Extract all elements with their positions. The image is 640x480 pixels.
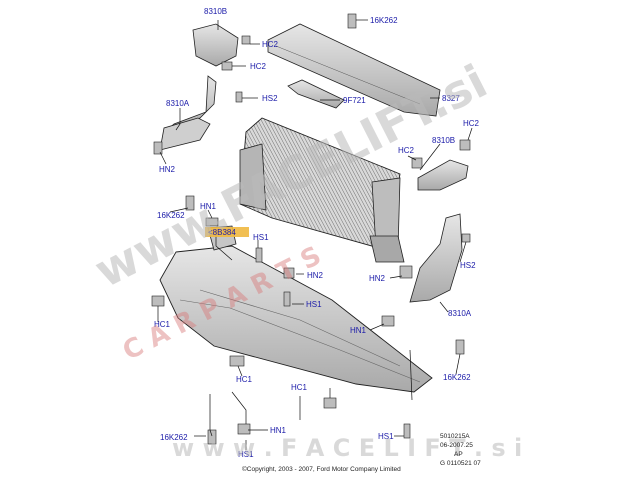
highlight-box-8b384	[205, 227, 249, 237]
callout-hs1-bottom-left: HS1	[238, 450, 254, 459]
callout-8310a-right: 8310A	[448, 309, 472, 318]
callout-hc2-mid: HC2	[398, 146, 415, 155]
callout-hn2-center: HN2	[307, 271, 324, 280]
callout-9f721: 9F721	[343, 96, 366, 105]
callout-hs1-a: HS1	[253, 233, 269, 242]
callout-8310a-left: 8310A	[166, 99, 190, 108]
callout-hc1-center: HC1	[236, 375, 253, 384]
callout-16k262-right: 16K262	[443, 373, 471, 382]
drawing-code-line-3: AP	[454, 451, 463, 458]
callout-8310b-top: 8310B	[204, 7, 227, 16]
callout-hc1-left: HC1	[154, 320, 171, 329]
callout-hn2-left: HN2	[159, 165, 176, 174]
callout-16k262-left: 16K262	[157, 211, 185, 220]
drawing-code-line-1: 5010215A	[440, 433, 470, 440]
callout-16k262-top: 16K262	[370, 16, 398, 25]
callout-16k262-bottom: 16K262	[160, 433, 188, 442]
callout-labels: 8310B 16K262 HC2 HC2 8310A HS2 9F721 832…	[154, 7, 480, 459]
copyright-text: ©Copyright, 2003 - 2007, Ford Motor Comp…	[242, 466, 401, 473]
callout-hs2-left: HS2	[262, 94, 278, 103]
callout-hc1-bottom: HC1	[291, 383, 308, 392]
part-upper-air-deflector-8327	[267, 23, 441, 117]
callout-8310b-right: 8310B	[432, 136, 455, 145]
callout-hn1-upper: HN1	[200, 202, 217, 211]
callout-hc2-a: HC2	[262, 40, 279, 49]
drawing-code-block: 5010215A 06-2007.25 AP G 0110521 07	[440, 432, 481, 468]
drawing-code-line-4: G 0110521 07	[440, 460, 481, 467]
callout-hc2-right: HC2	[463, 119, 480, 128]
leader-lines	[157, 19, 473, 450]
callout-hc2-b: HC2	[250, 62, 267, 71]
callout-hn1-right: HN1	[350, 326, 367, 335]
fastener-clips	[151, 13, 471, 445]
callout-8327: 8327	[442, 94, 460, 103]
drawing-code-line-2: 06-2007.25	[440, 442, 473, 449]
part-lower-splash-shield	[159, 245, 433, 393]
part-upper-bracket-8310b	[192, 23, 239, 67]
callout-hs1-bottom-right: HS1	[378, 432, 394, 441]
callout-8b384: <8B384	[208, 228, 236, 237]
callout-hs1-b: HS1	[306, 300, 322, 309]
part-air-duct-9f721	[287, 79, 345, 109]
callout-hn1-bottom: HN1	[270, 426, 287, 435]
callout-hs2-right: HS2	[460, 261, 476, 270]
part-side-deflector-8310a-right	[409, 213, 463, 303]
part-radiator	[239, 117, 405, 263]
callout-hn2-right: HN2	[369, 274, 386, 283]
part-side-deflector-8310a-left	[159, 75, 217, 151]
part-side-deflector-8310b-right	[417, 159, 469, 191]
